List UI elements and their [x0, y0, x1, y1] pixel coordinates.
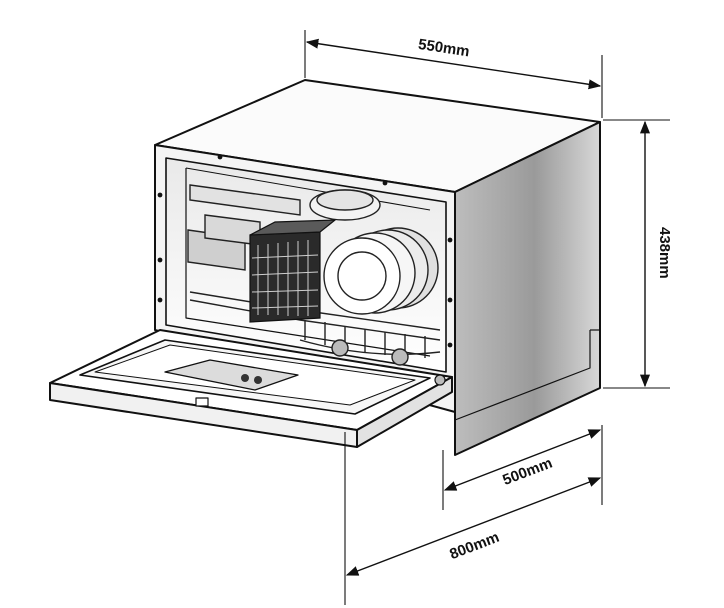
depth-door-open-dimension-line [345, 477, 602, 576]
extension-lines [304, 30, 670, 605]
plates [309, 189, 439, 315]
detergent-dispenser [164, 359, 299, 391]
open-door [49, 329, 453, 448]
door-hinge [434, 374, 446, 386]
dimension-arrows [305, 38, 651, 576]
depth-label: 500mm [500, 455, 554, 489]
width-dimension-line [305, 38, 602, 90]
cutlery-basket [249, 219, 337, 323]
width-label: 550mm [417, 36, 471, 60]
dish-rack [187, 184, 441, 366]
frame-screws [157, 154, 453, 348]
door-latch [195, 397, 209, 407]
height-label: 438mm [656, 227, 673, 279]
